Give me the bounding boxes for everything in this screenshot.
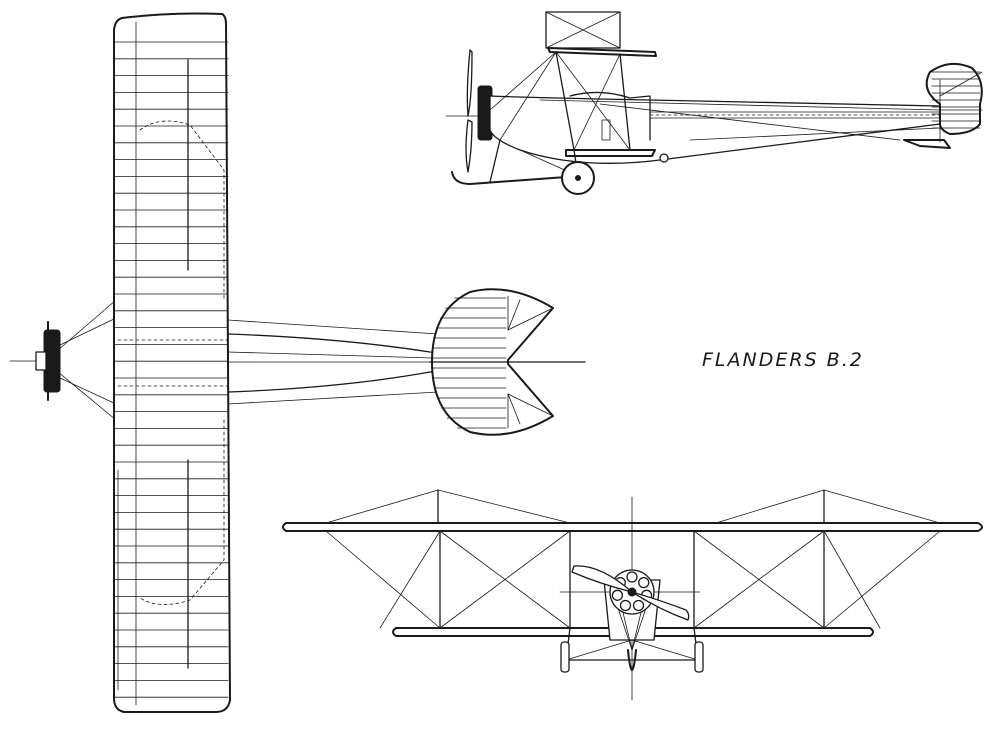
plan-engine [35, 321, 61, 401]
plan-lower-wing-dashed [117, 120, 229, 605]
plan-wing-ribs [114, 41, 229, 698]
engine-cylinder [611, 589, 624, 601]
front-undercarriage [560, 627, 704, 673]
plan-wing-outline [113, 12, 231, 713]
side-struts [489, 51, 631, 151]
side-cockpit [569, 91, 651, 141]
plan-tailplane [429, 288, 586, 436]
side-undercarriage [451, 139, 669, 195]
front-kingposts [325, 489, 941, 701]
engine-cylinder [632, 599, 645, 612]
drawing-title: FLANDERS B.2 [702, 349, 864, 371]
side-tail [903, 62, 983, 149]
front-upper-wing [282, 522, 983, 532]
engine-cylinder [638, 576, 650, 589]
plan-wing-spars [117, 21, 189, 706]
side-lower-wing [565, 149, 656, 157]
side-fuselage [489, 95, 941, 164]
engine-cylinder [619, 599, 632, 612]
plan-view [9, 12, 586, 713]
front-view [282, 489, 983, 701]
side-tail-ribs [931, 71, 981, 129]
side-upper-wing [547, 47, 657, 57]
plan-tailplane-ribs [431, 297, 507, 429]
side-view [445, 11, 983, 195]
side-cabane [545, 11, 621, 49]
plan-nose-bracing [9, 299, 117, 421]
front-struts [325, 530, 941, 629]
side-propeller [445, 49, 481, 173]
engine-cylinder [626, 571, 638, 583]
side-cockpit-door [601, 119, 611, 141]
front-propeller [571, 565, 690, 621]
